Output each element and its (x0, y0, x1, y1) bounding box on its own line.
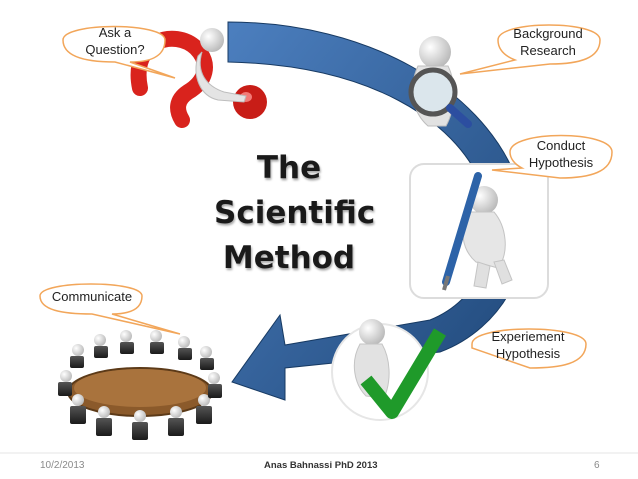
experiment-hypothesis-label: Experiement Hypothesis (476, 328, 580, 362)
bubble-background (459, 24, 601, 75)
bubble-conduct (491, 134, 613, 179)
slide-title: The Scientific Method (214, 146, 376, 281)
bubble-line: Conduct (536, 138, 586, 153)
title-line: The (256, 150, 322, 186)
bubble-experiment (471, 328, 587, 369)
bubble-ask (62, 25, 176, 79)
bubble-line: Communicate (51, 289, 133, 304)
footer-author: Anas Bahnassi PhD 2013 (264, 460, 378, 471)
conduct-hypothesis-label: Conduct Hypothesis (514, 137, 608, 171)
footer-date: 10/2/2013 (40, 460, 85, 471)
background-research-label: Background Research (500, 25, 596, 59)
bubble-line: Hypothesis (528, 155, 594, 170)
meeting-table-illustration (58, 330, 222, 440)
bubble-communicate (39, 283, 181, 335)
slide-number: 6 (594, 460, 600, 471)
magnifier-figure-illustration (408, 36, 472, 128)
bubble-line: Hypothesis (495, 346, 561, 361)
communicate-label: Communicate (44, 288, 140, 305)
bubble-line: Research (520, 43, 576, 58)
speech-bubbles (39, 24, 613, 369)
title-line: Method (222, 240, 356, 276)
bubble-line: Question? (85, 42, 145, 57)
checkmark-figure-illustration (331, 319, 447, 421)
pen-figure-card (409, 163, 549, 299)
bubble-line: Experiement (491, 329, 565, 344)
bubble-line: Background (513, 26, 583, 41)
ask-question-label: Ask a Question? (70, 24, 160, 58)
bubble-line: Ask a (98, 25, 132, 40)
title-line: Scientific (214, 195, 376, 231)
